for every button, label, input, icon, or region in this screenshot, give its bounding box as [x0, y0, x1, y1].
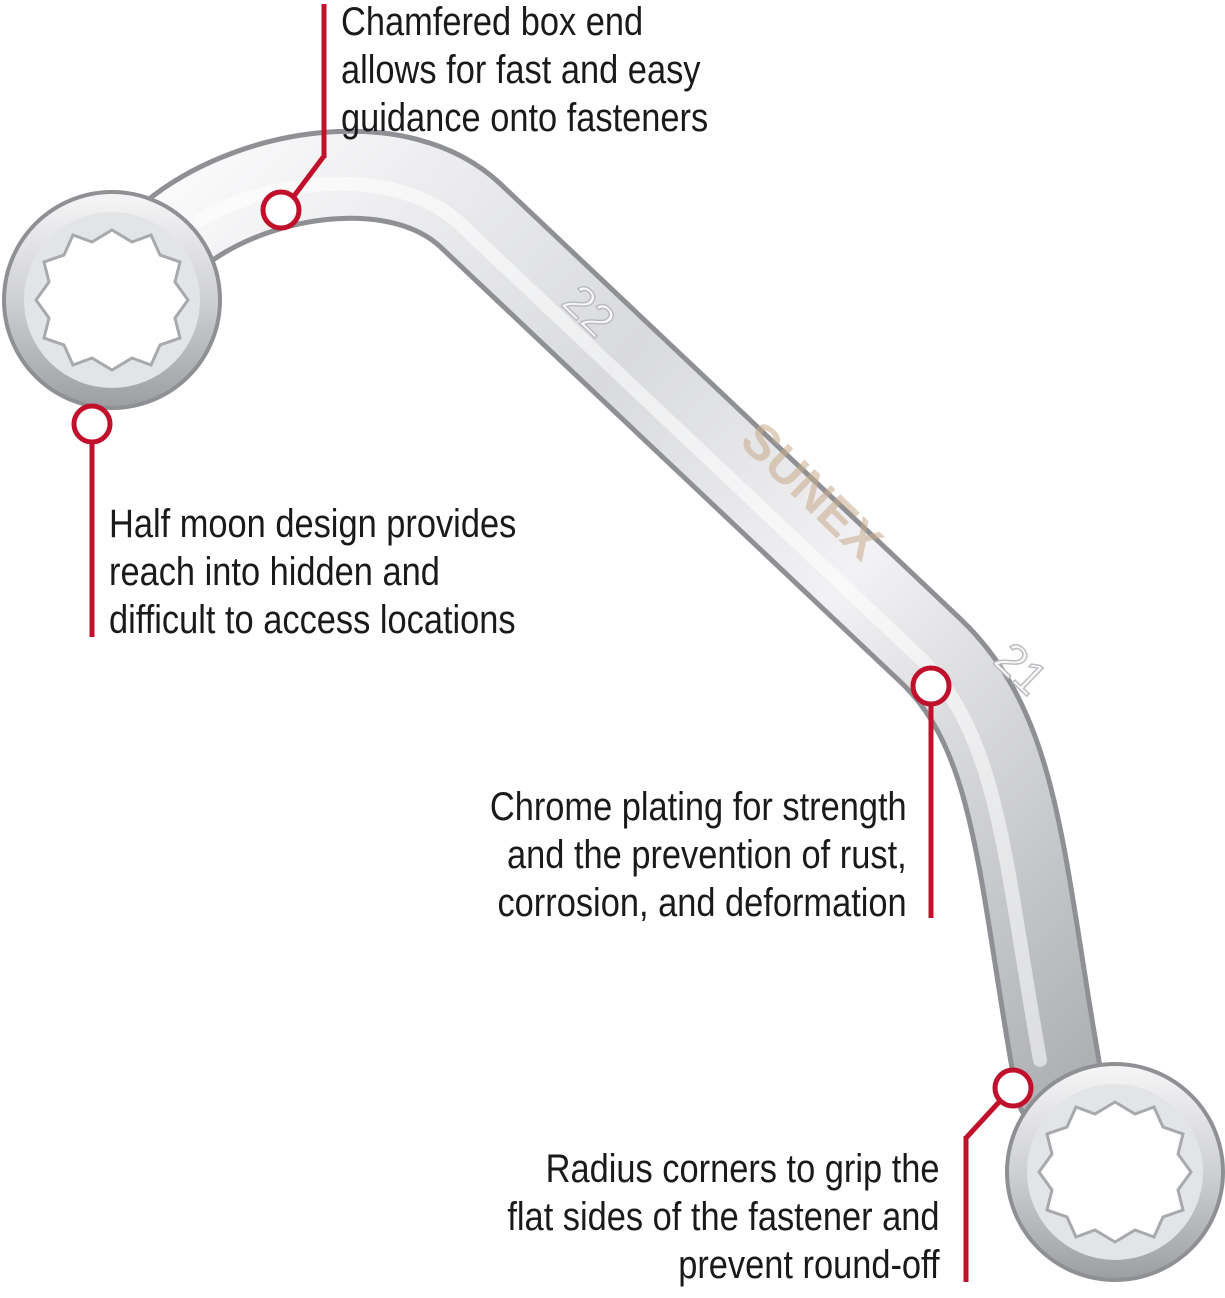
callout-leader-chamfered [260, 4, 327, 231]
callout-text-line: corrosion, and deformation [497, 881, 907, 925]
callout-text-line: reach into hidden and [109, 550, 440, 594]
callout-leader-chrome-plating [910, 665, 952, 918]
callout-text-line: guidance onto fasteners [341, 96, 709, 140]
callout-radius-corners: Radius corners to grip the flat sides of… [508, 1145, 940, 1289]
callout-leader-half-moon [71, 403, 113, 637]
callout-text-line: Chrome plating for strength [490, 785, 907, 829]
callout-chamfered-box-end: Chamfered box end allows for fast and ea… [341, 0, 708, 142]
callout-chrome-plating: Chrome plating for strength and the prev… [490, 783, 907, 927]
callout-marker-chrome-plating [910, 665, 952, 707]
callout-marker-chamfered [260, 189, 302, 231]
callout-text-line: Half moon design provides [109, 502, 517, 546]
lower-box-end [1005, 1062, 1225, 1282]
twelve-point-socket-lower [1037, 1100, 1193, 1244]
callout-leader-radius-corners [963, 1067, 1034, 1282]
callout-half-moon-design: Half moon design provides reach into hid… [109, 500, 516, 644]
callout-text-line: and the prevention of rust, [507, 833, 907, 877]
callout-text-line: difficult to access locations [109, 598, 516, 642]
callout-text-line: flat sides of the fastener and [507, 1195, 940, 1239]
wrench-shank [134, 128, 1106, 1136]
callout-text-line: Chamfered box end [341, 0, 644, 44]
callout-marker-radius-corners [992, 1067, 1034, 1109]
callout-text-line: prevent round-off [678, 1243, 940, 1287]
callout-marker-half-moon [71, 403, 113, 445]
callout-text-line: Radius corners to grip the [546, 1147, 940, 1191]
callout-text-line: allows for fast and easy [341, 48, 701, 92]
twelve-point-socket-upper [34, 228, 190, 372]
upper-box-end [2, 190, 222, 410]
